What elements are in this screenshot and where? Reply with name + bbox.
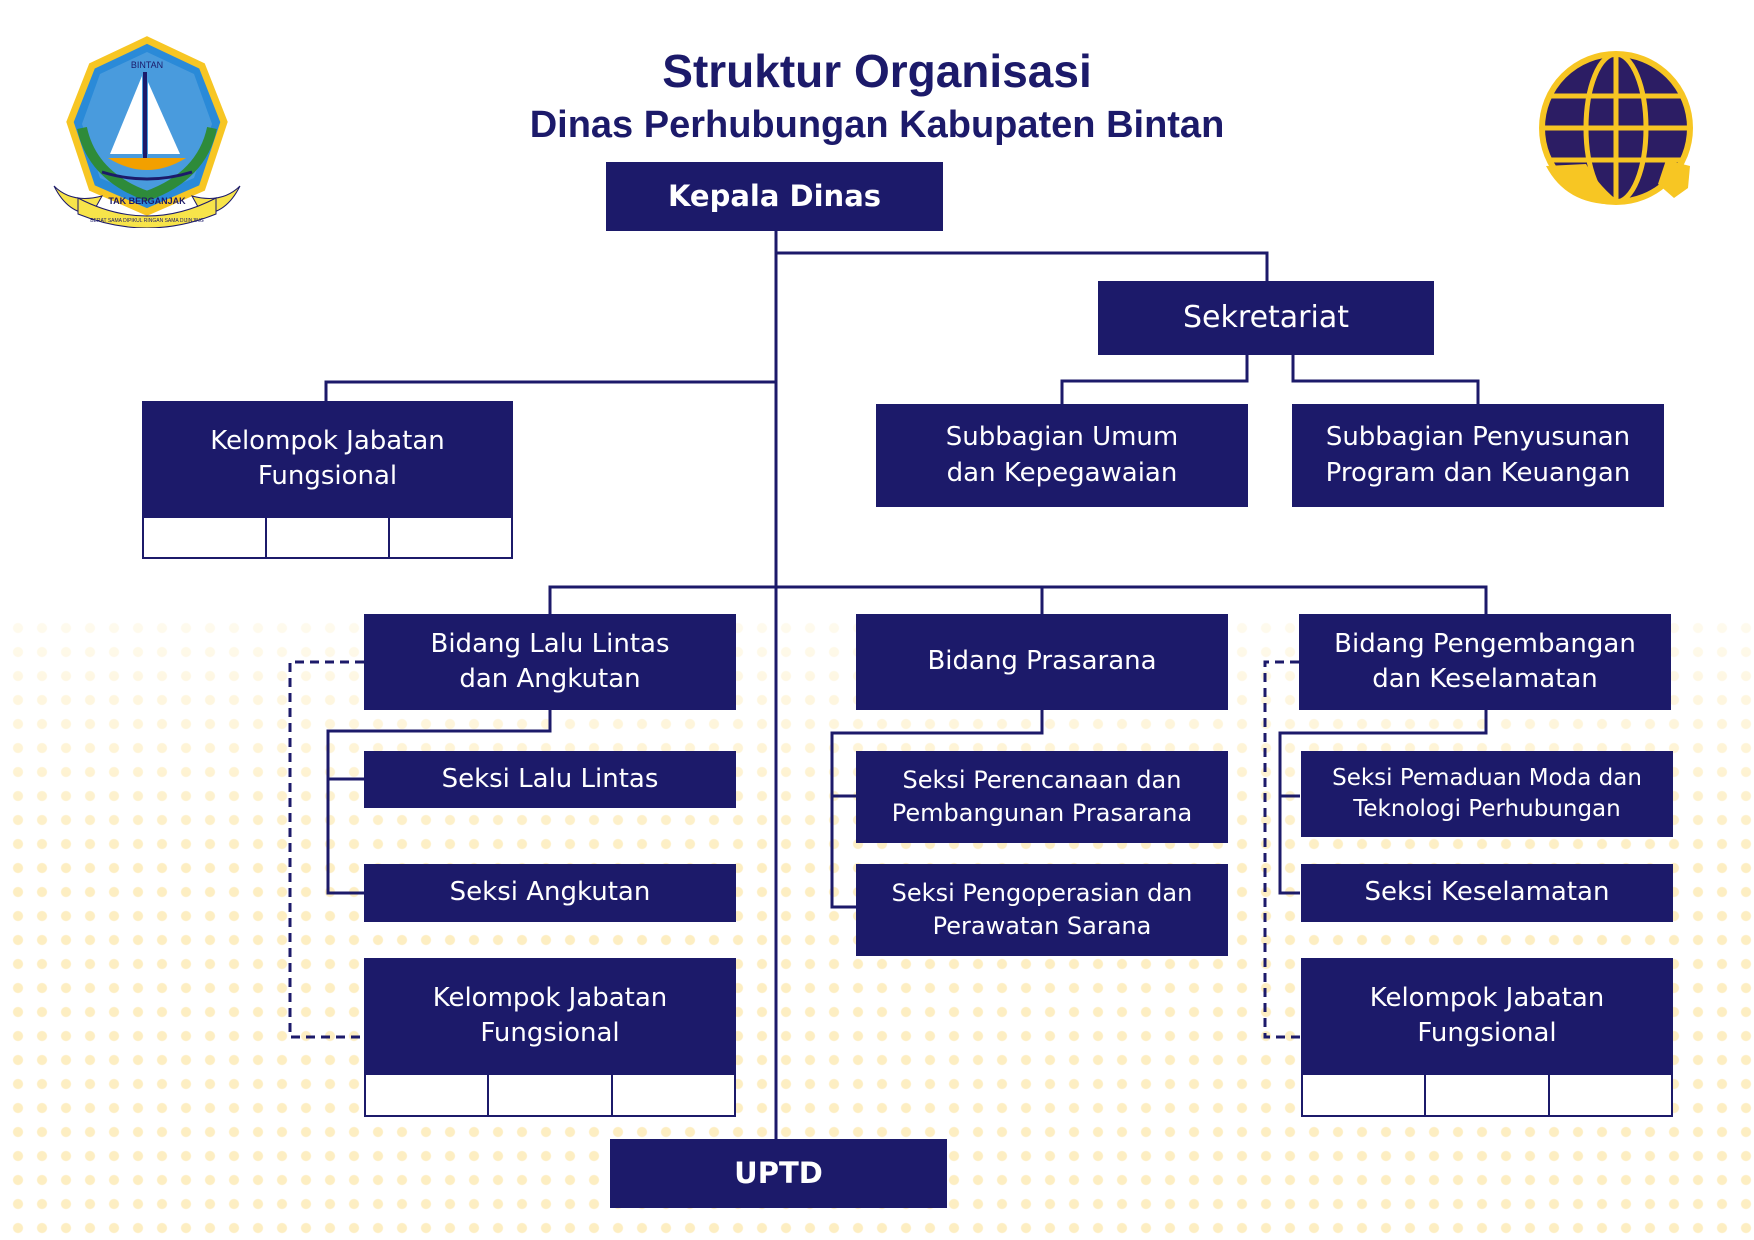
dashed-connector-left (288, 660, 364, 1039)
connector-middle-seksi (830, 710, 1044, 909)
seksi-angkutan-box: Seksi Angkutan (364, 864, 736, 922)
sekretariat-box: Sekretariat (1098, 281, 1434, 355)
kjf-left-box: Kelompok Jabatan Fungsional (364, 958, 736, 1074)
bintan-regency-emblem-icon: BINTAN TAK BERGANJAK BERAT SAMA DIPIKUL … (53, 36, 241, 228)
uptd-box: UPTD (610, 1139, 947, 1208)
ministry-of-transportation-globe-icon (1539, 51, 1693, 205)
dashed-connector-right (1263, 660, 1300, 1039)
bidang-lalu-lintas-box: Bidang Lalu Lintas dan Angkutan (364, 614, 736, 710)
seksi-pengoperasian-box: Seksi Pengoperasian dan Perawatan Sarana (856, 864, 1228, 956)
kepala-dinas-box: Kepala Dinas (606, 162, 943, 231)
connector-right-seksi (1278, 710, 1488, 895)
seksi-keselamatan-box: Seksi Keselamatan (1301, 864, 1673, 922)
kjf-top-sub-cells (142, 516, 513, 559)
svg-text:TAK BERGANJAK: TAK BERGANJAK (108, 196, 186, 206)
connector-sekretariat (776, 251, 1269, 282)
bidang-pengembangan-box: Bidang Pengembangan dan Keselamatan (1299, 614, 1671, 710)
subbagian-program-box: Subbagian Penyusunan Program dan Keuanga… (1292, 404, 1664, 507)
svg-text:BERAT SAMA DIPIKUL RINGAN SAMA: BERAT SAMA DIPIKUL RINGAN SAMA DIJINJING (90, 218, 204, 224)
kjf-right-sub-cells (1301, 1073, 1673, 1117)
seksi-pemaduan-box: Seksi Pemaduan Moda dan Teknologi Perhub… (1301, 751, 1673, 837)
kjf-left-sub-cells (364, 1073, 736, 1117)
kjf-top-box: Kelompok Jabatan Fungsional (142, 401, 513, 517)
svg-text:BINTAN: BINTAN (131, 60, 163, 70)
connector-left-seksi (326, 710, 552, 895)
connector-kjf-top (324, 380, 776, 402)
connector-subbagian-program (1291, 355, 1480, 405)
page-title: Struktur Organisasi (662, 45, 1092, 97)
connector-bidang-row (548, 585, 1488, 614)
subbagian-umum-box: Subbagian Umum dan Kepegawaian (876, 404, 1248, 507)
kjf-right-box: Kelompok Jabatan Fungsional (1301, 958, 1673, 1074)
page-subtitle: Dinas Perhubungan Kabupaten Bintan (529, 104, 1225, 146)
seksi-perencanaan-box: Seksi Perencanaan dan Pembangunan Prasar… (856, 751, 1228, 843)
bidang-prasarana-box: Bidang Prasarana (856, 614, 1228, 710)
seksi-lalu-lintas-box: Seksi Lalu Lintas (364, 751, 736, 808)
connector-subbagian-umum (1060, 355, 1249, 405)
